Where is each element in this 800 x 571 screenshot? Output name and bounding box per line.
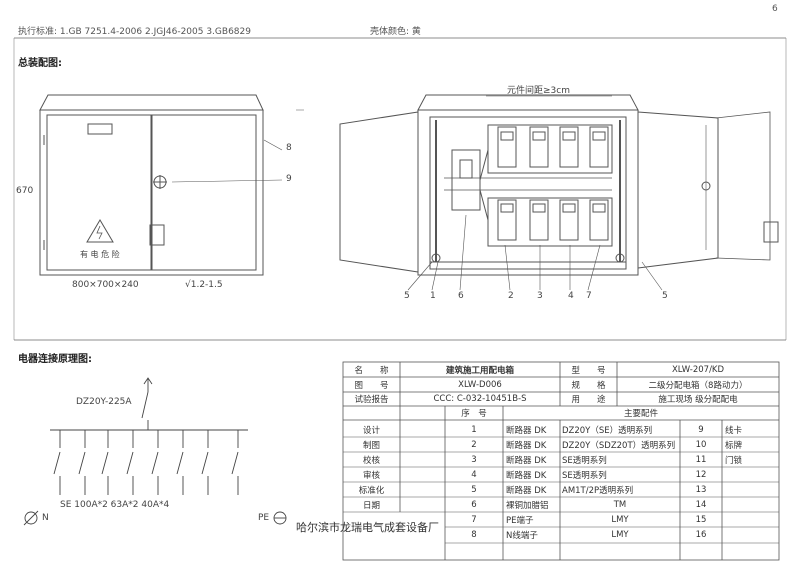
callout-5a: 5 — [404, 291, 410, 301]
company-name: 哈尔滨市龙瑞电气成套设备厂 — [296, 521, 439, 534]
part-no2: 13 — [695, 484, 707, 495]
part-spec: LMY — [611, 530, 629, 540]
standards-text: 执行标准: 1.GB 7251.4-2006 2.JGJ46-2005 3.GB… — [18, 27, 251, 37]
row2-key2: 规 格 — [571, 380, 606, 391]
row1-key2: 型 号 — [571, 365, 606, 376]
part-spec: SE透明系列 — [562, 470, 607, 481]
callout-7: 7 — [586, 291, 592, 301]
role-standard: 标准化 — [358, 485, 385, 496]
callout-4: 4 — [568, 291, 574, 301]
part-spec: TM — [613, 499, 627, 510]
callout-8: 8 — [286, 143, 292, 153]
role-date: 日期 — [362, 500, 380, 511]
part-no2: 10 — [695, 439, 707, 450]
parts-header: 主要配件 — [623, 409, 658, 419]
row1-key: 名 称 — [354, 365, 389, 376]
warning-text: 有 电 危 险 — [80, 250, 120, 259]
page-number: 6 — [772, 4, 778, 14]
part-no: 1 — [471, 424, 477, 435]
callout-2: 2 — [508, 291, 514, 301]
role-check: 校核 — [362, 455, 380, 466]
part-name2: 线卡 — [725, 425, 743, 436]
role-design: 设计 — [362, 425, 380, 436]
part-name: 断路器 DK — [506, 440, 547, 451]
title-block-grid — [342, 361, 780, 561]
circuit-schematic — [23, 377, 287, 526]
row3-value2: 施工现场 级分配配电 — [658, 395, 738, 405]
part-spec: DZ20Y（SDZ20T）透明系列 — [562, 440, 676, 451]
pe-label: PE — [258, 513, 270, 523]
part-name: 断路器 DK — [506, 425, 547, 436]
open-cabinet-drawing — [296, 94, 779, 291]
part-no: 2 — [471, 439, 477, 450]
part-no2: 16 — [695, 530, 707, 540]
part-no2: 12 — [695, 469, 707, 480]
row2-value2: 二级分配电箱（8路动力） — [648, 380, 748, 391]
n-label: N — [42, 513, 49, 523]
row3-key: 试验报告 — [354, 395, 389, 405]
part-no: 3 — [471, 454, 477, 465]
callout-9: 9 — [286, 174, 292, 184]
part-name2: 标牌 — [725, 440, 743, 451]
part-name2: 门锁 — [725, 455, 743, 466]
role-review: 审核 — [362, 470, 380, 481]
row1-value2: XLW-207/KD — [671, 364, 725, 375]
callout-5b: 5 — [662, 291, 668, 301]
row3-value: CCC: C-032-10451B-S — [433, 394, 527, 404]
thickness-label: √1.2-1.5 — [185, 280, 223, 290]
part-no2: 14 — [695, 499, 707, 510]
part-spec: LMY — [611, 514, 629, 525]
part-name: 裸铜加腊铝 — [506, 500, 549, 511]
part-name: 断路器 DK — [506, 485, 547, 496]
part-spec: SE透明系列 — [562, 455, 607, 466]
part-no: 8 — [471, 530, 477, 540]
row3-key2: 用 途 — [571, 395, 606, 405]
part-no: 4 — [471, 469, 477, 480]
size-label: 800×700×240 — [72, 280, 139, 290]
closed-cabinet-drawing — [39, 94, 283, 276]
role-drafting: 制图 — [362, 440, 380, 451]
row1-value: 建筑施工用配电箱 — [445, 365, 514, 376]
part-name: N线端子 — [506, 531, 538, 541]
assembly-title: 总装配图: — [18, 58, 62, 69]
part-no: 5 — [471, 484, 477, 495]
spacing-label: 元件间距≥3cm — [507, 86, 570, 96]
electrical-title: 电器连接原理图: — [18, 354, 92, 365]
part-no2: 15 — [695, 514, 707, 525]
part-no2: 11 — [695, 454, 707, 465]
part-spec: DZ20Y（SE）透明系列 — [562, 425, 653, 436]
main-breaker-label: DZ20Y-225A — [76, 397, 132, 407]
callout-1: 1 — [430, 291, 436, 301]
row2-key: 图 号 — [354, 380, 389, 391]
part-no2: 9 — [698, 424, 704, 435]
part-name: 断路器 DK — [506, 470, 547, 481]
seq-header: 序 号 — [461, 409, 487, 419]
row2-value: XLW-D006 — [458, 379, 502, 390]
part-name: 断路器 DK — [506, 455, 547, 466]
part-name: PE端子 — [506, 515, 534, 526]
part-spec: AM1T/2P透明系列 — [562, 485, 634, 496]
callout-6: 6 — [458, 291, 464, 301]
height-label: 670 — [16, 186, 34, 196]
part-no: 6 — [471, 499, 477, 510]
callout-3: 3 — [537, 291, 543, 301]
part-no: 7 — [471, 514, 477, 525]
branch-breakers-label: SE 100A*2 63A*2 40A*4 — [60, 500, 170, 510]
shell-color-text: 壳体颜色: 黄 — [370, 27, 421, 37]
